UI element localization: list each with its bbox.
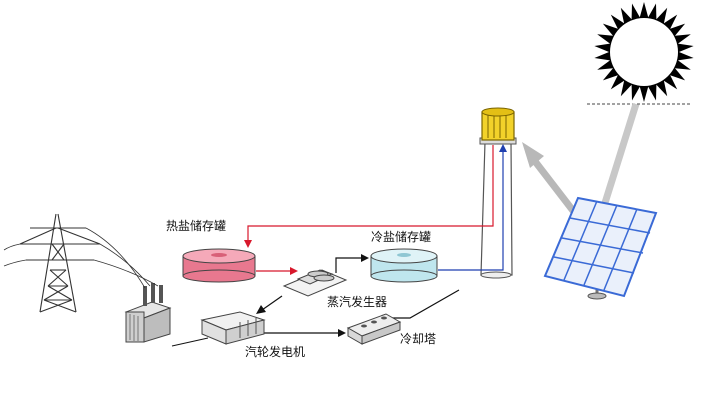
hot-salt-tank bbox=[182, 248, 256, 283]
cooling-loop-pipe bbox=[380, 289, 460, 319]
cold-salt-tank-label: 冷盐储存罐 bbox=[371, 230, 432, 244]
turbine-generator-label: 汽轮发电机 bbox=[245, 345, 306, 359]
steam-generator bbox=[282, 269, 348, 297]
power-lines bbox=[3, 227, 159, 289]
transmission-tower bbox=[19, 213, 101, 313]
hot-salt-pipe bbox=[247, 145, 494, 242]
turbine-generator bbox=[200, 311, 266, 345]
receiver bbox=[481, 111, 515, 141]
solar-tower bbox=[479, 107, 517, 279]
cooling-tower bbox=[346, 313, 402, 345]
cooling-tower-label: 冷却塔 bbox=[400, 332, 437, 346]
steam-to-cold-pipe bbox=[335, 257, 363, 273]
transformer bbox=[124, 283, 172, 343]
steam-generator-label: 蒸汽发生器 bbox=[327, 295, 388, 309]
heliostat bbox=[543, 196, 658, 300]
turbine-to-transformer-wire bbox=[171, 337, 209, 347]
sun-icon bbox=[594, 2, 694, 102]
cold-salt-pipe bbox=[438, 150, 504, 271]
steam-to-turbine-pipe bbox=[261, 295, 283, 311]
cold-salt-tank bbox=[370, 248, 438, 283]
hot-salt-tank-label: 热盐储存罐 bbox=[166, 219, 227, 233]
